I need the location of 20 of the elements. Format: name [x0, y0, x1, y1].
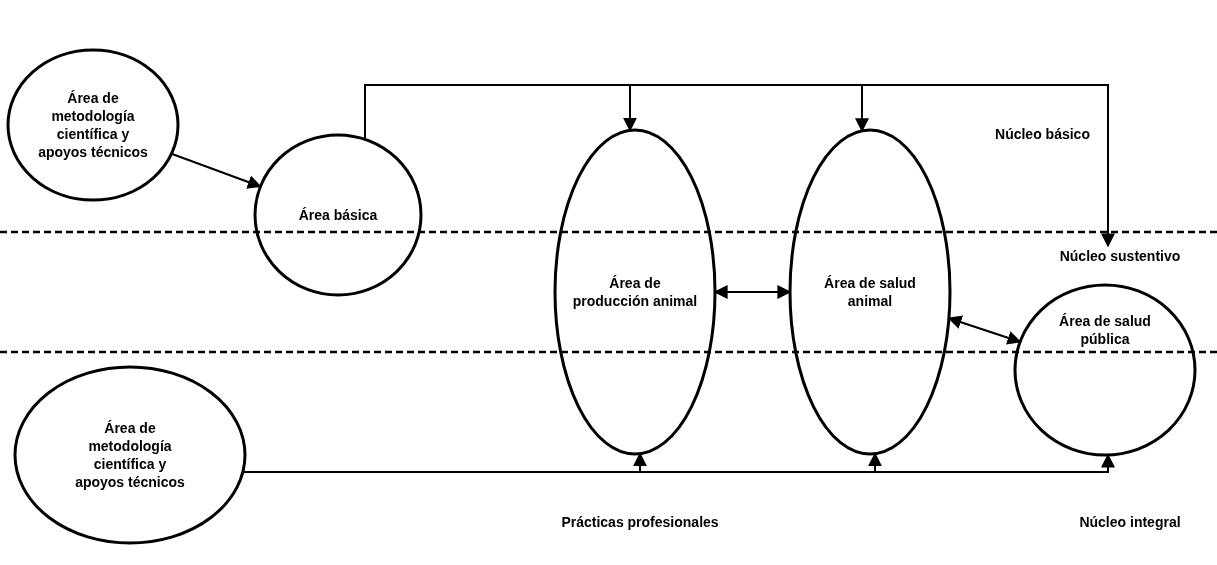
arrow — [364, 84, 1115, 248]
node-label: Área de metodología científica y apoyos técnicos — [75, 419, 185, 491]
arrow — [947, 315, 1022, 345]
arrow — [170, 152, 262, 189]
node-label: Área de salud pública — [1058, 312, 1152, 348]
zone-label: Núcleo integral — [1078, 513, 1182, 532]
zone-label: Prácticas profesionales — [560, 513, 720, 532]
ellipse-node — [788, 128, 952, 456]
ellipse-node — [253, 133, 423, 297]
ellipse-node — [1013, 283, 1197, 457]
ellipse-node — [13, 365, 247, 545]
node-label: Área de metodología científica y apoyos técnicos — [38, 89, 148, 161]
node-label: Área básica — [298, 206, 378, 224]
node-label: Área de producción animal — [571, 274, 699, 310]
zone-label: Núcleo sustentivo — [1059, 247, 1181, 265]
ellipse-node — [6, 48, 180, 202]
zone-label: Núcleo básico — [994, 125, 1091, 144]
ellipse-node — [553, 128, 717, 456]
node-label: Área de salud animal — [823, 274, 917, 310]
arrow — [713, 285, 792, 299]
